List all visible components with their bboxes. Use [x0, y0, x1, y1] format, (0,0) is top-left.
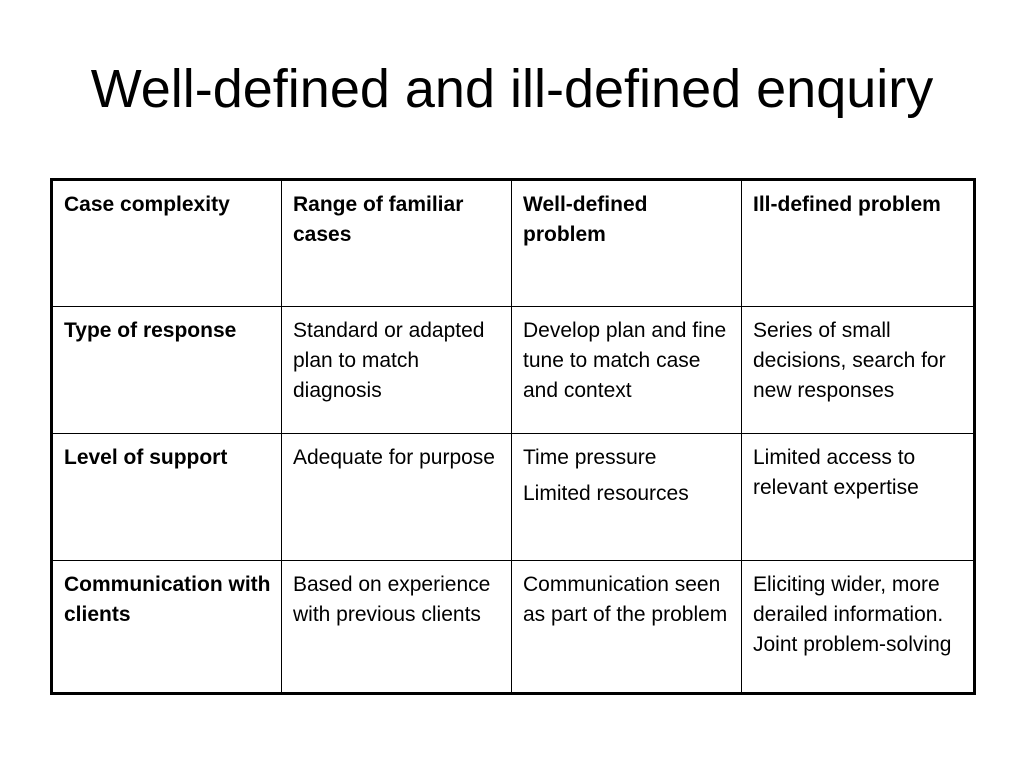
table-cell-familiar-cases: Range of familiar cases	[281, 179, 512, 307]
table-cell-familiar-cases: Adequate for purpose	[281, 433, 512, 561]
cell-text: Well-defined problem	[523, 193, 648, 246]
comparison-table-body: Case complexity Range of familiar cases We…	[51, 179, 975, 694]
cell-text: Series of small decisions, search for ne…	[753, 319, 946, 402]
cell-text: Limited resources	[523, 482, 689, 505]
cell-text: Standard or adapted plan to match diagno…	[293, 319, 485, 402]
table-cell-well-defined: Communication seen as part of the proble…	[511, 560, 742, 694]
cell-text: Range of familiar cases	[293, 193, 464, 246]
table-cell-ill-defined: Series of small decisions, search for ne…	[741, 306, 975, 434]
table-cell-row-header: Case complexity	[51, 179, 282, 307]
cell-text: Adequate for purpose	[293, 446, 495, 469]
table-cell-well-defined: Well-defined problem	[511, 179, 742, 307]
comparison-table: Case complexity Range of familiar cases We…	[50, 178, 976, 695]
table-row: Type of response Standard or adapted plan…	[51, 306, 975, 434]
table-row: Level of support Adequate for purpose Time…	[51, 433, 975, 561]
cell-text: Case complexity	[64, 193, 230, 216]
table-cell-ill-defined: Eliciting wider, more derailed informati…	[741, 560, 975, 694]
cell-text: Communication seen as part of the proble…	[523, 573, 728, 626]
table-row: Case complexity Range of familiar cases We…	[51, 179, 975, 307]
table-cell-row-header: Type of response	[51, 306, 282, 434]
cell-text: Ill-defined problem	[753, 193, 941, 216]
cell-text: Develop plan and fine tune to match case…	[523, 319, 727, 402]
cell-text: Eliciting wider, more derailed informati…	[753, 573, 952, 656]
table-cell-well-defined: Develop plan and fine tune to match case…	[511, 306, 742, 434]
table-cell-familiar-cases: Based on experience with previous client…	[281, 560, 512, 694]
cell-text: Time pressure	[523, 446, 657, 469]
slide-title: Well-defined and ill-defined enquiry	[90, 59, 934, 119]
cell-text: Communication with clients	[64, 573, 271, 626]
table-cell-row-header: Level of support	[51, 433, 282, 561]
cell-text: Based on experience with previous client…	[293, 573, 491, 626]
table-cell-ill-defined: Limited access to relevant expertise	[741, 433, 975, 561]
cell-text: Type of response	[64, 319, 237, 342]
cell-text: Limited access to relevant expertise	[753, 446, 919, 499]
table-cell-row-header: Communication with clients	[51, 560, 282, 694]
cell-text: Level of support	[64, 446, 228, 469]
table-cell-familiar-cases: Standard or adapted plan to match diagno…	[281, 306, 512, 434]
table-cell-ill-defined: Ill-defined problem	[741, 179, 975, 307]
table-row: Communication with clients Based on exper…	[51, 560, 975, 694]
